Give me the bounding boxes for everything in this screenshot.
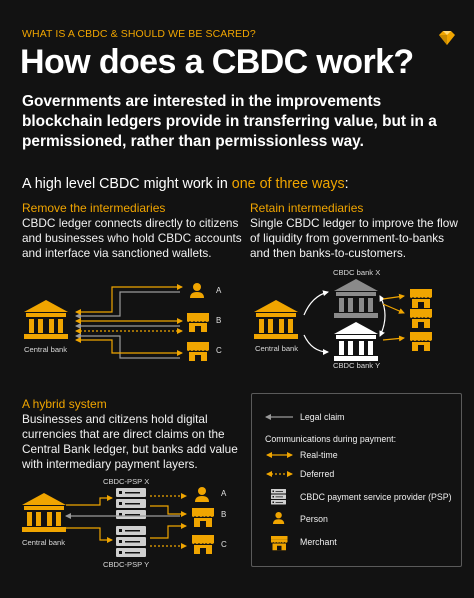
hybrid-merchant-icon-c (192, 535, 214, 554)
legend-box (251, 393, 462, 567)
legend-merchant: Merchant (300, 537, 337, 547)
remove-endpoint-b: B (216, 316, 222, 325)
retain-section-title: Retain intermediaries (250, 201, 364, 215)
legend-deferred: Deferred (300, 469, 335, 479)
remove-endpoint-c: C (216, 346, 222, 355)
hybrid-psp-y-icon (116, 526, 146, 557)
hybrid-central-bank-icon (22, 493, 66, 532)
hybrid-bank-label: Central bank (22, 538, 66, 547)
retain-bank-x-label: CBDC bank X (333, 268, 381, 277)
retain-bank-label: Central bank (255, 344, 299, 353)
retain-merchant-icon-2 (410, 309, 432, 328)
legend-person: Person (300, 514, 328, 524)
remove-central-bank-icon (24, 300, 68, 339)
hybrid-psp-x-label: CBDC-PSP X (103, 477, 150, 486)
remove-section-title: Remove the intermediaries (22, 201, 166, 215)
diamond-logo-icon (438, 30, 456, 51)
hybrid-psp-x-icon (116, 488, 146, 519)
retain-bank-y-icon (334, 322, 378, 361)
lead-text: A high level CBDC might work in one of t… (22, 176, 349, 192)
hybrid-person-icon (195, 487, 209, 502)
hybrid-flow-lines (65, 493, 187, 549)
legend-legal-claim: Legal claim (300, 412, 345, 422)
legend-comm-heading: Communications during payment: (265, 434, 397, 444)
lead-prefix: A high level CBDC might work in (22, 176, 232, 192)
retain-merchant-icon-1 (410, 289, 432, 308)
hybrid-section-description: Businesses and citizens hold digital cur… (22, 412, 238, 471)
legend-lines (265, 414, 293, 477)
lead-suffix: : (344, 176, 349, 192)
legend-psp: CBDC payment service provider (PSP) (300, 492, 452, 502)
intro-text: Governments are interested in the improv… (22, 93, 437, 150)
retain-merchant-icon-3 (410, 332, 432, 351)
remove-person-icon (190, 283, 204, 298)
retain-central-bank-icon (254, 300, 298, 339)
remove-endpoint-a: A (216, 286, 222, 295)
kicker: WHAT IS A CBDC & SHOULD WE BE SCARED? (22, 28, 256, 40)
legend-realtime: Real-time (300, 450, 338, 460)
hybrid-psp-y-label: CBDC-PSP Y (103, 560, 150, 569)
remove-merchant-icon-c (187, 342, 209, 361)
remove-bank-label: Central bank (24, 345, 68, 354)
remove-merchant-icon-b (187, 313, 209, 332)
hybrid-endpoint-c: C (221, 540, 227, 549)
remove-flow-lines (75, 284, 183, 359)
retain-bank-y-label: CBDC bank Y (333, 361, 381, 370)
hybrid-endpoint-a: A (221, 489, 227, 498)
hybrid-merchant-icon-b (192, 508, 214, 527)
retain-section-description: Single CBDC ledger to improve the flow o… (250, 216, 458, 260)
lead-highlight: one of three ways (231, 176, 345, 192)
hybrid-section-title: A hybrid system (22, 397, 107, 411)
retain-bank-x-icon (334, 279, 378, 318)
retain-flow-lines (303, 290, 405, 355)
page-title: How does a CBDC work? (20, 43, 414, 81)
hybrid-endpoint-b: B (221, 510, 227, 519)
remove-section-description: CBDC ledger connects directly to citizen… (22, 216, 242, 260)
